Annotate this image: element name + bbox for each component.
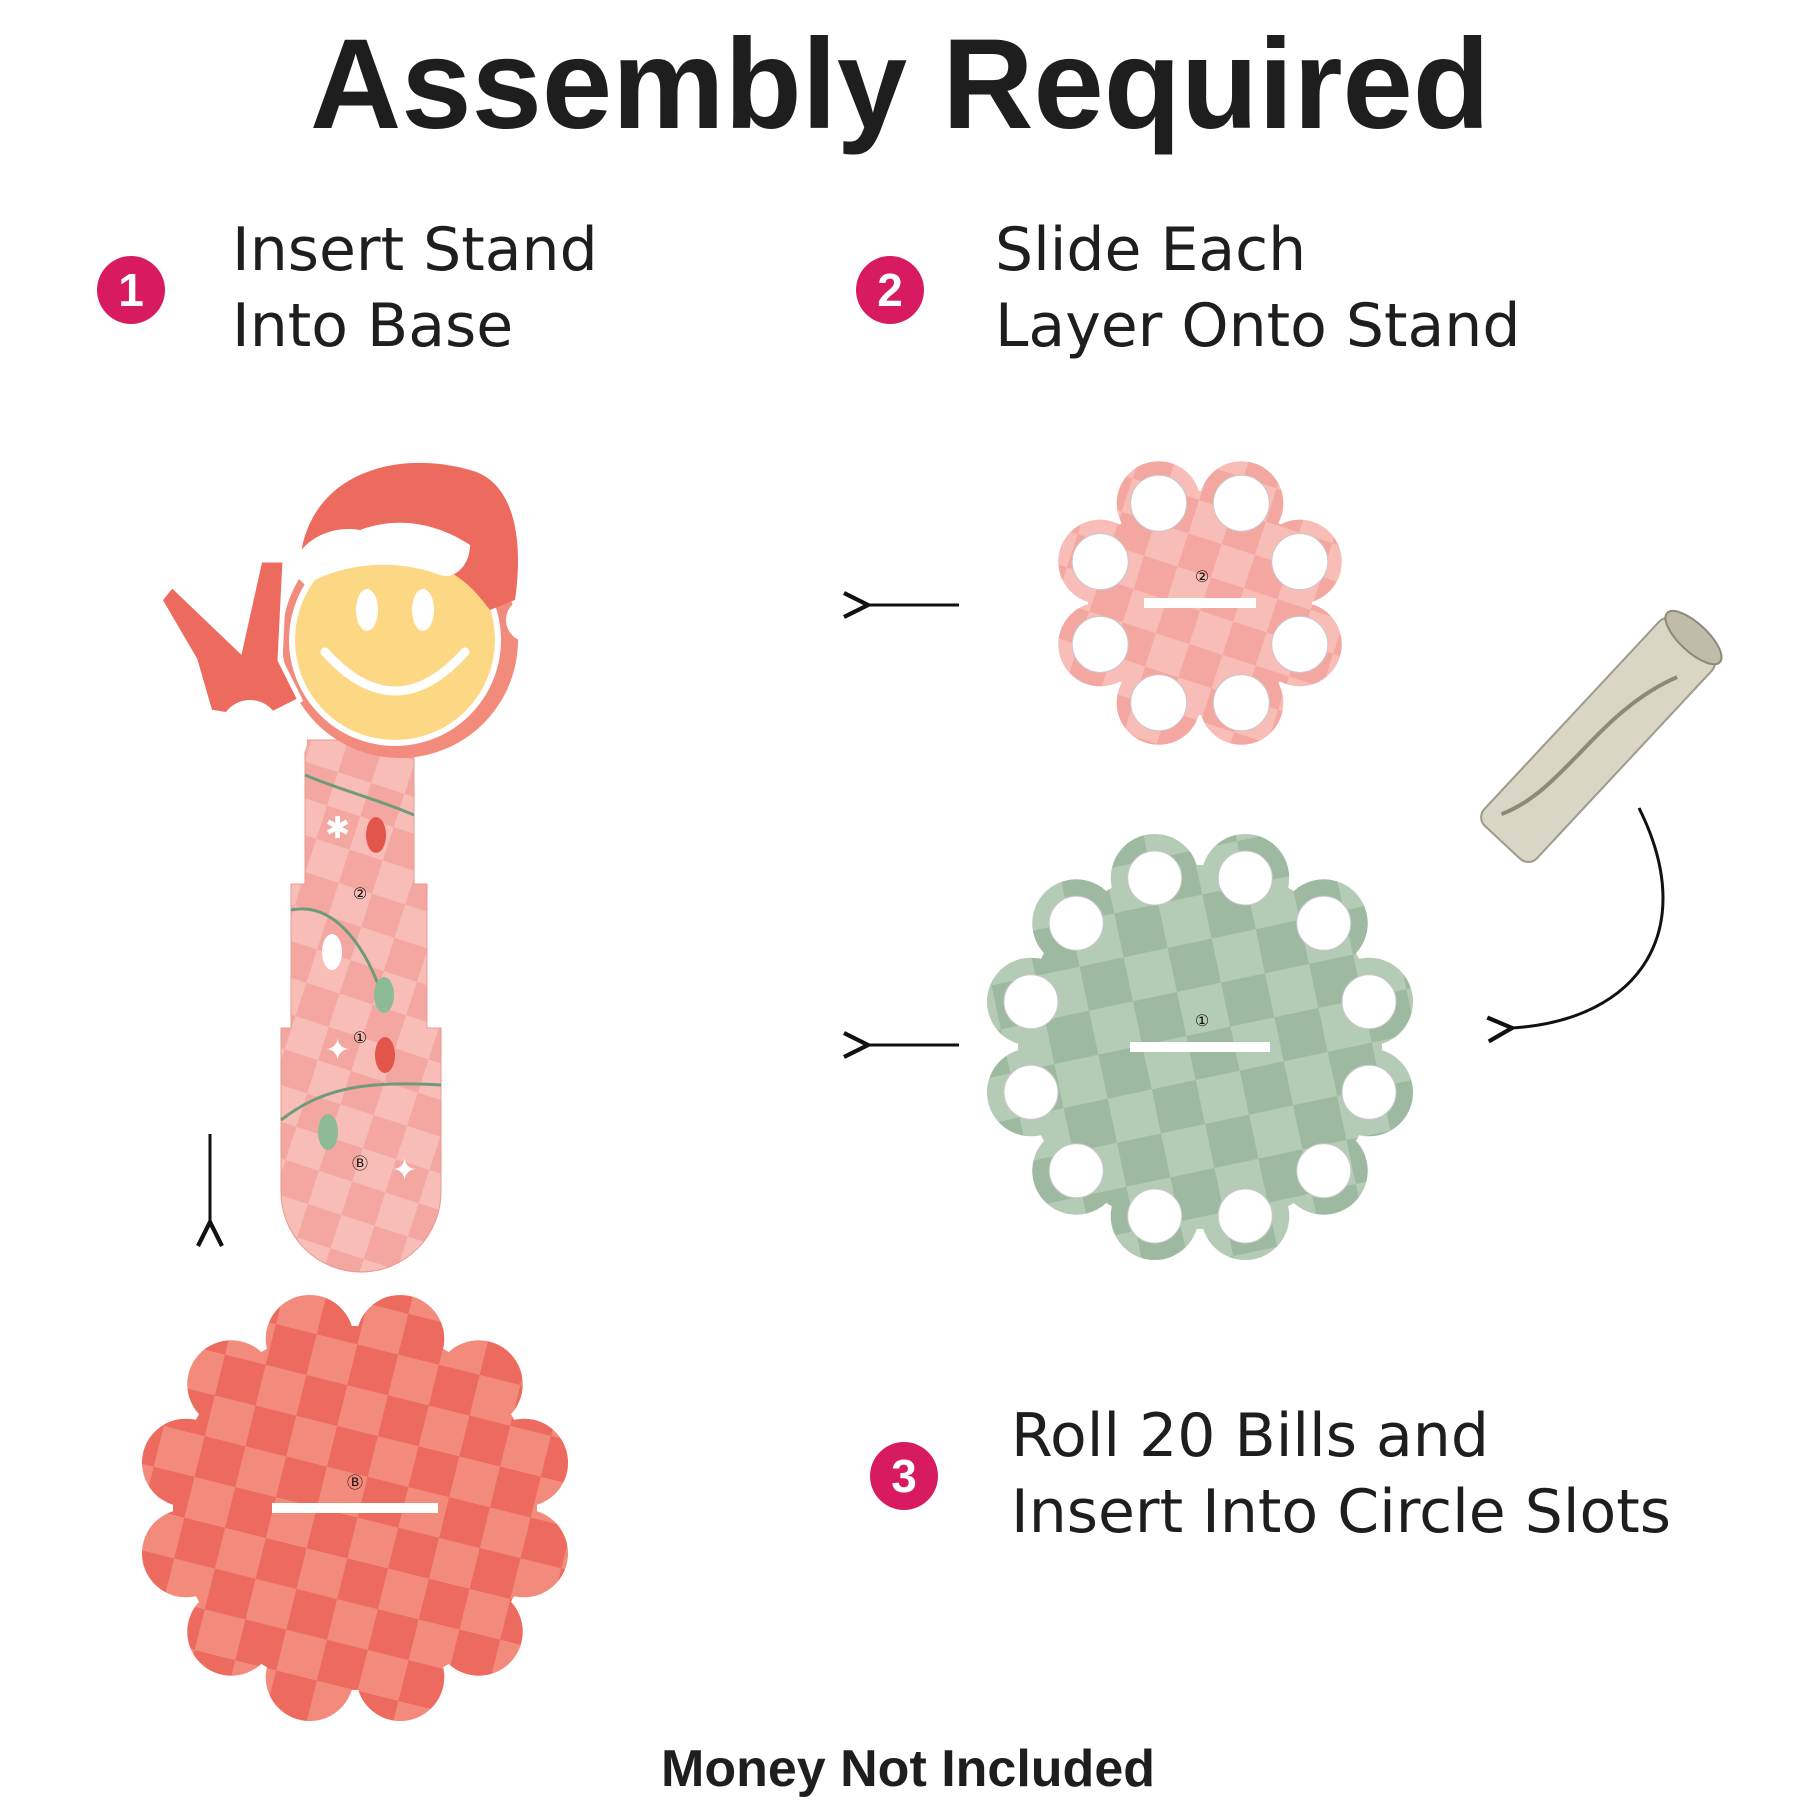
sparkle-icon: ✦ (325, 1033, 350, 1068)
step-3-badge (870, 1442, 938, 1510)
layer-lobe (187, 1587, 276, 1676)
curved-arrow-icon (1512, 807, 1665, 1028)
step-3-line-2: Insert Into Circle Slots (1011, 1477, 1671, 1547)
bill-slot-hole (1127, 1188, 1183, 1244)
bill-slot-hole (1003, 1064, 1059, 1120)
bill-slot-hole (1271, 533, 1329, 591)
layer-lobe (141, 1418, 230, 1507)
bill-slot-hole (1130, 674, 1188, 732)
layer-lobe (356, 1294, 445, 1383)
layer-lobe (480, 1509, 569, 1598)
bill-slot-hole (1048, 1143, 1104, 1199)
stand-label-1: ① (353, 1028, 367, 1047)
stand: ② ① Ⓑ ✦ ✦ ✱ (280, 739, 442, 1273)
string-lights (280, 773, 442, 1122)
light-bulb-icon (322, 934, 342, 970)
step-2-number: 2 (877, 264, 903, 316)
bill-slot-hole (1217, 850, 1273, 906)
layer-lobe (434, 1340, 523, 1429)
step-1-number: 1 (118, 264, 144, 316)
step-2-line-2: Layer Onto Stand (995, 291, 1520, 361)
bill-slot-hole (1341, 974, 1397, 1030)
stand-slot (1144, 598, 1256, 608)
layer-lobe (265, 1294, 354, 1383)
stand-slot (272, 1503, 438, 1513)
layer-lobe (141, 1509, 230, 1598)
top-layer-pink (1058, 461, 1342, 745)
step-2-badge (856, 256, 924, 324)
layer-lobe (356, 1633, 445, 1722)
footer-note: Money Not Included (661, 1740, 1155, 1798)
smiley-eye (412, 589, 434, 631)
step-1-line-2: Into Base (232, 291, 513, 361)
step-2: 2 Slide Each Layer Onto Stand (856, 215, 1520, 361)
layer-lobe (480, 1418, 569, 1507)
stand-body (280, 739, 442, 1273)
bill-slot-hole (1071, 615, 1129, 673)
snowflake-icon: ✱ (325, 811, 350, 846)
bill-slot-hole (1127, 850, 1183, 906)
step-3-number: 3 (891, 1450, 917, 1502)
smiley-santa-topper (156, 462, 550, 764)
top-layer-label: ② (1195, 567, 1209, 586)
bill-slot-hole (1296, 895, 1352, 951)
middle-layer-label: ① (1195, 1011, 1209, 1030)
smiley-eye (356, 589, 378, 631)
page-title: Assembly Required (310, 13, 1490, 156)
base-label: Ⓑ (347, 1473, 363, 1492)
base-red (141, 1294, 569, 1722)
step-1-badge (97, 256, 165, 324)
peace-hand-icon (156, 557, 304, 723)
bill-slot-hole (1217, 1188, 1273, 1244)
bill-slot-hole (1212, 674, 1270, 732)
stand-label-b: Ⓑ (352, 1154, 368, 1173)
bill-slot-hole (1296, 1143, 1352, 1199)
step-1: 1 Insert Stand Into Base (97, 215, 598, 361)
light-bulb-icon (375, 1037, 395, 1073)
light-bulb-icon (374, 977, 394, 1013)
step-3-line-1: Roll 20 Bills and (1011, 1401, 1489, 1471)
bill-slot-hole (1341, 1064, 1397, 1120)
middle-layer-green (986, 833, 1414, 1261)
rolled-bill-icon (1480, 610, 1723, 863)
smiley-mouth (320, 647, 470, 696)
stand-slot (1130, 1042, 1270, 1052)
layer-lobe (265, 1633, 354, 1722)
step-1-line-1: Insert Stand (232, 215, 598, 285)
bill-slot-hole (1048, 895, 1104, 951)
step-2-line-1: Slide Each (995, 215, 1306, 285)
bill-slot-hole (1071, 533, 1129, 591)
layer-lobe (434, 1587, 523, 1676)
sparkle-icon: ✦ (392, 1153, 417, 1188)
step-3: 3 Roll 20 Bills and Insert Into Circle S… (870, 1401, 1671, 1547)
bill-slot-hole (1271, 615, 1329, 673)
bill-slot-hole (1212, 474, 1270, 532)
layer-lobe (187, 1340, 276, 1429)
bill-slot-hole (1130, 474, 1188, 532)
light-bulb-icon (366, 817, 386, 853)
bill-slot-hole (1003, 974, 1059, 1030)
light-bulb-icon (318, 1114, 338, 1150)
stand-label-2: ② (353, 884, 367, 903)
